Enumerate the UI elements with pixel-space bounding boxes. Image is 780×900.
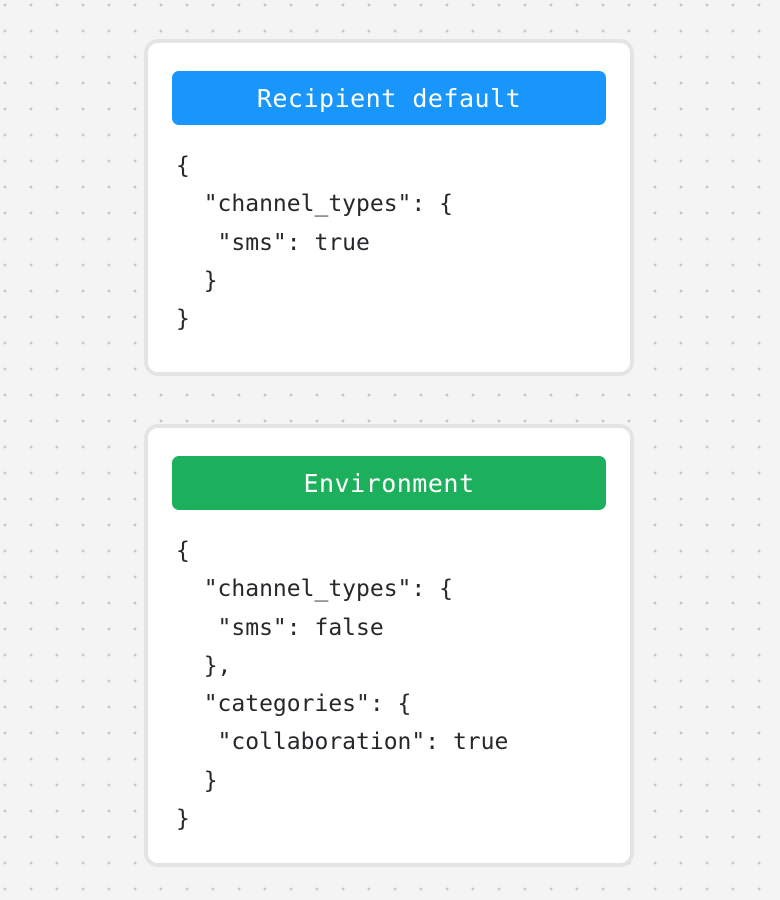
json-body-environment: { "channel_types": { "sms": false }, "ca… [176,532,616,838]
card-inner: Recipient default { "channel_types": { "… [148,43,630,372]
json-line: } [176,767,218,794]
card-header-label: Environment [303,468,475,498]
card-header-environment[interactable]: Environment [172,456,606,510]
card-inner: Environment { "channel_types": { "sms": … [148,428,630,863]
json-line: "collaboration": true [176,729,509,756]
json-line: "categories": { [176,691,412,718]
card-recipient-default[interactable]: Recipient default { "channel_types": { "… [144,39,634,376]
json-body-recipient-default: { "channel_types": { "sms": true }} [176,147,616,338]
json-line: { [176,538,190,564]
json-line: } [176,267,218,294]
json-line: "sms": false [176,614,384,641]
json-line: { [176,153,190,179]
json-line: }, [176,652,232,679]
card-header-label: Recipient default [256,83,522,113]
json-line: } [176,306,190,333]
card-environment[interactable]: Environment { "channel_types": { "sms": … [144,424,634,867]
card-header-recipient-default[interactable]: Recipient default [172,71,606,125]
json-line: "channel_types": { [176,576,453,603]
json-line: } [176,806,190,833]
json-line: "channel_types": { [176,191,453,218]
json-line: "sms": true [176,229,370,256]
